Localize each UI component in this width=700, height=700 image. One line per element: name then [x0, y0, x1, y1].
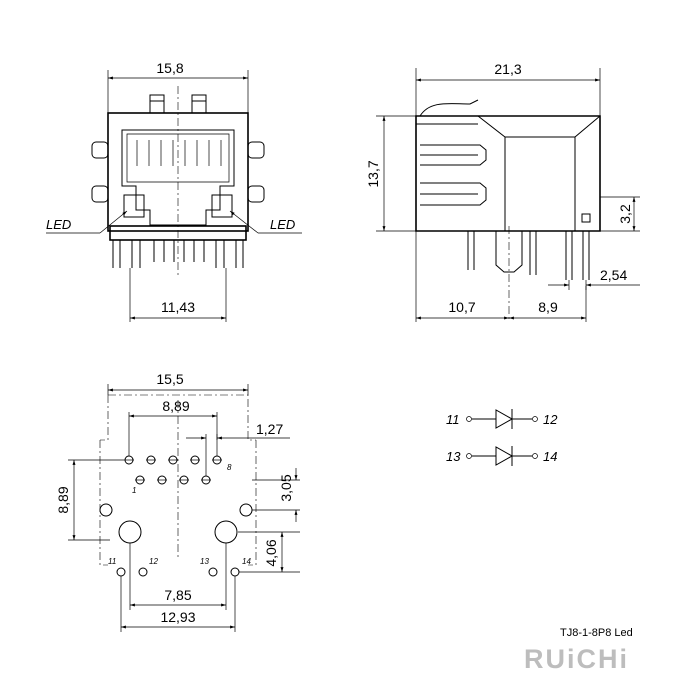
side-front-to-peg-label: 10,7 — [448, 299, 475, 315]
front-width-label: 15,8 — [156, 60, 183, 76]
led-right-label: LED — [270, 217, 295, 232]
pin-11-label: 11 — [108, 557, 116, 566]
pin-14-label: 14 — [242, 557, 251, 566]
footprint-led-span-label: 12,93 — [160, 609, 195, 625]
led2-anode-label: 13 — [446, 449, 461, 464]
led-schematic: 11 12 13 14 — [446, 409, 558, 466]
footprint-width-label: 15,5 — [156, 371, 183, 387]
model-label: TJ8-1-8P8 Led — [560, 627, 633, 639]
footprint-led-offset-label: 4,06 — [263, 539, 279, 566]
footprint-post-span-label: 7,85 — [164, 587, 191, 603]
led1-cathode-label: 12 — [543, 412, 558, 427]
brand-logo: RUiCHi — [524, 644, 629, 674]
pin-8-label: 8 — [227, 463, 232, 472]
side-view: 21,3 13,7 3,2 2,54 10,7 8,9 — [365, 61, 640, 322]
side-length-label: 21,3 — [494, 61, 521, 77]
pin-12-label: 12 — [149, 557, 158, 566]
pcb-footprint: 1 8 11 12 13 14 15,5 8,89 1,27 8,89 3,05 — [55, 371, 300, 632]
pin-1-label: 1 — [132, 486, 136, 495]
side-pin-pitch-label: 2,54 — [600, 267, 627, 283]
front-view: 15,8 11,43 LED LED — [46, 60, 302, 322]
footprint-pin-pitch-label: 1,27 — [256, 421, 283, 437]
pin-13-label: 13 — [200, 557, 209, 566]
side-peg-to-pin-label: 8,9 — [538, 299, 558, 315]
side-height-label: 13,7 — [365, 160, 381, 187]
footprint-vertical-span-label: 8,89 — [55, 486, 71, 513]
footprint-row-span-label: 8,89 — [162, 398, 189, 414]
led1-anode-label: 11 — [446, 412, 460, 427]
led-left-label: LED — [46, 217, 71, 232]
front-pitch-label: 11,43 — [161, 299, 195, 315]
footprint-row-offset-label: 3,05 — [278, 474, 294, 501]
led2-cathode-label: 14 — [543, 449, 557, 464]
side-pin-offset-label: 3,2 — [617, 204, 633, 224]
